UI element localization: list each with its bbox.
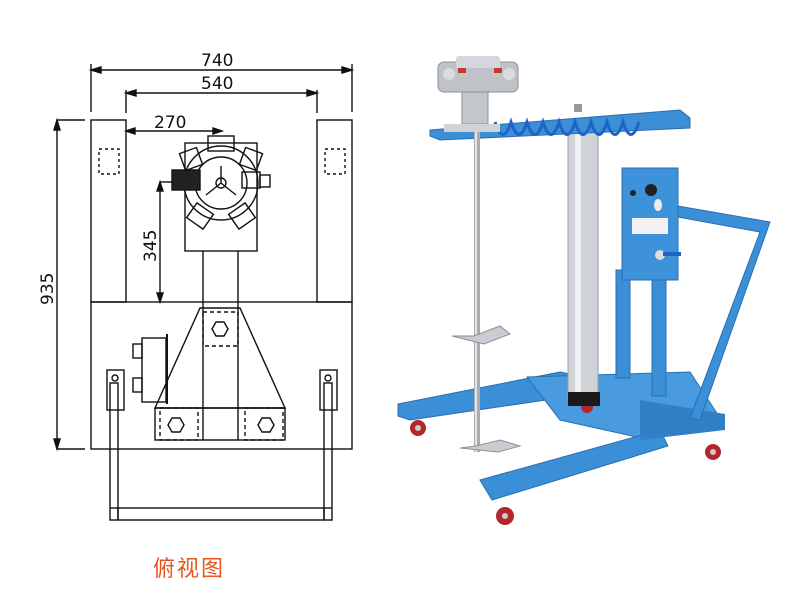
wheel-icons	[410, 401, 721, 525]
top-view-drawing: 740 540 270 345 935	[0, 0, 380, 595]
dim-740: 740	[201, 51, 233, 71]
dim-345: 345	[141, 230, 161, 262]
dim-270: 270	[154, 113, 186, 133]
dim-935: 935	[38, 273, 58, 305]
mixer-photo	[380, 0, 800, 595]
technical-drawing-svg: 740 540 270 345 935	[38, 51, 355, 521]
mixer-illustration-svg	[397, 56, 771, 525]
dim-540: 540	[201, 74, 233, 94]
drawing-caption: 俯视图	[153, 557, 226, 582]
